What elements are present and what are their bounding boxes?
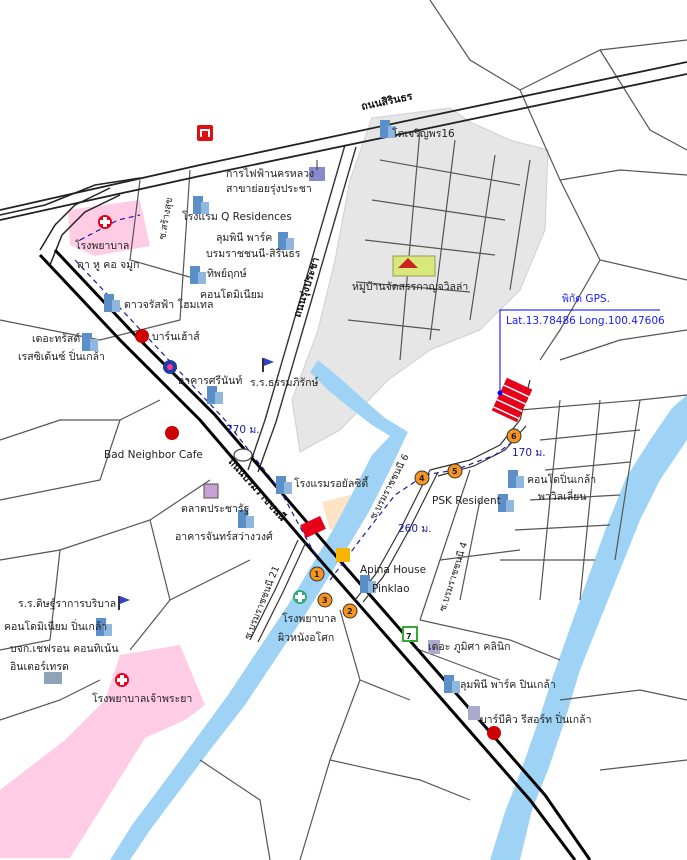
gps-title: พิกัด GPS. bbox=[562, 293, 610, 305]
label-hospital-skin-2: ผิวหนังอโศก bbox=[278, 631, 334, 644]
market-icon bbox=[203, 483, 219, 499]
label-dawjarat: ดาวจรัสฟ้า โฮมเทล bbox=[124, 298, 213, 311]
label-chaoren: โตเจริญพร16 bbox=[392, 127, 455, 140]
svg-text:4: 4 bbox=[419, 474, 425, 483]
marker-5: 5 bbox=[447, 463, 463, 479]
label-village: หมู่บ้านจัดสรรกาญจวิลล่า bbox=[352, 281, 468, 293]
village-area bbox=[291, 107, 549, 453]
destination-building bbox=[491, 377, 533, 423]
label-mea: การไฟฟ้านครหลวง bbox=[226, 167, 314, 180]
svg-text:6: 6 bbox=[511, 432, 517, 441]
label-tippharuk: ทิพย์ฤกษ์ bbox=[207, 267, 247, 280]
label-mea-branch: สาขาย่อยรุ่งประชา bbox=[226, 183, 312, 195]
marker-1: 1 bbox=[309, 566, 325, 582]
distance-label-170: 170 ม. bbox=[512, 447, 546, 459]
marker-6: 6 bbox=[506, 428, 522, 444]
svg-text:3: 3 bbox=[322, 596, 328, 605]
label-lumpini-pinklao: ลุมพินี พาร์ค ปินเกล้า bbox=[460, 678, 556, 691]
label-hospital-ent-2: ตา หู คอ จมูก bbox=[77, 259, 139, 271]
svg-text:1: 1 bbox=[314, 570, 320, 579]
label-tippharuk-2: คอนโดมิเนียม bbox=[200, 288, 264, 301]
label-school-tham: ร.ร.ธรรมภิรักษ์ bbox=[250, 376, 319, 389]
label-condo-pinklao: คอนโดปิ่นเกล้า bbox=[527, 472, 596, 486]
hospital-icon bbox=[98, 215, 307, 687]
label-market: ตลาดประชารัฐ bbox=[181, 503, 250, 515]
hospital-zone-top bbox=[68, 200, 150, 256]
hospital-zone-bottom bbox=[0, 645, 205, 858]
label-condo-pinklao-2: พาวิลเลี่ยน bbox=[538, 489, 587, 503]
svg-text:5: 5 bbox=[452, 467, 458, 476]
gps-point bbox=[497, 390, 503, 396]
bank-icon bbox=[163, 360, 350, 562]
hotel-sign-icon bbox=[300, 516, 326, 538]
label-bad-neighbor: Bad Neighbor Cafe bbox=[104, 449, 203, 461]
label-royal-city: โรงแรมรอยัลซิตี้ bbox=[294, 476, 369, 490]
boromratchachonnani-road bbox=[38, 248, 592, 860]
label-lumpini-park: ลุมพินี พาร์ค bbox=[216, 231, 272, 244]
svg-text:7: 7 bbox=[406, 632, 412, 641]
label-srinan: อาคารศรีนันท์ bbox=[178, 374, 242, 387]
label-school-sittisak: ร.ร.ดิษฐ์ราการบริบาล bbox=[18, 597, 116, 610]
label-hospital-chaopraya: โรงพยาบาลเจ้าพระยา bbox=[92, 692, 192, 705]
label-hospital-skin: โรงพยาบาล bbox=[282, 612, 336, 625]
label-q-residences: โรงแรม Q Residences bbox=[182, 210, 292, 223]
label-condo-pinklao-left: คอนโดมิเนียม ปิ่นเกล้า bbox=[4, 619, 107, 633]
canal-right bbox=[490, 395, 687, 860]
rung-pracha-road bbox=[247, 144, 357, 473]
gps-pointer-line bbox=[499, 309, 660, 392]
distance-label-770: 770 ม. bbox=[226, 424, 260, 436]
label-chevron-2: อินเตอร์เทรด bbox=[10, 660, 69, 673]
gps-coordinates: Lat.13.78486 Long.100.47606 bbox=[506, 315, 665, 327]
marker-4: 4 bbox=[414, 470, 430, 486]
route-dashed bbox=[74, 214, 516, 581]
label-jantra: อาคารจันทร์สว่างวงศ์ bbox=[175, 530, 273, 543]
marker-3: 3 bbox=[317, 592, 333, 608]
label-the-trust: เดอะทรัสต์ bbox=[32, 332, 80, 345]
seven-eleven-icon: 7 bbox=[402, 626, 418, 642]
label-barn-house: บาร์นเฮ้าส์ bbox=[152, 330, 200, 343]
label-bbq-resort: บาร์บีคิว รีสอร์ท ปิ่นเกล้า bbox=[480, 712, 592, 726]
label-the-trust-2: เรสซิเด้นซ์ ปิ่นเกล้า bbox=[18, 349, 105, 363]
route-markers: 1 2 3 4 5 6 bbox=[309, 428, 522, 619]
label-the-bhumisa: เดอะ ภูมิศา คลินิก bbox=[428, 641, 510, 653]
school-flag-icon bbox=[118, 358, 274, 610]
village-sign-icon bbox=[392, 255, 436, 277]
label-apina: Apina House bbox=[360, 564, 426, 576]
marker-2: 2 bbox=[342, 603, 358, 619]
distance-label-260: 260 ม. bbox=[398, 523, 432, 535]
label-pinklao: Pinklao bbox=[372, 583, 410, 595]
clinic-icon bbox=[428, 640, 480, 720]
label-hospital-ent: โรงพยาบาล bbox=[75, 239, 129, 252]
power-authority-icon bbox=[309, 160, 325, 181]
shopping-mall-icon bbox=[197, 125, 213, 141]
sirindhorn-road bbox=[0, 61, 687, 221]
label-chevron: บจก.เชฟรอน คอนทิเน้น bbox=[10, 643, 119, 655]
label-psk: PSK Resident bbox=[432, 495, 501, 507]
svg-text:2: 2 bbox=[347, 607, 353, 616]
condo-building-icon bbox=[44, 120, 524, 693]
label-lumpini-park-2: บรมราชชนนี-สิรินธร bbox=[206, 247, 301, 260]
cafe-icon bbox=[135, 329, 501, 740]
